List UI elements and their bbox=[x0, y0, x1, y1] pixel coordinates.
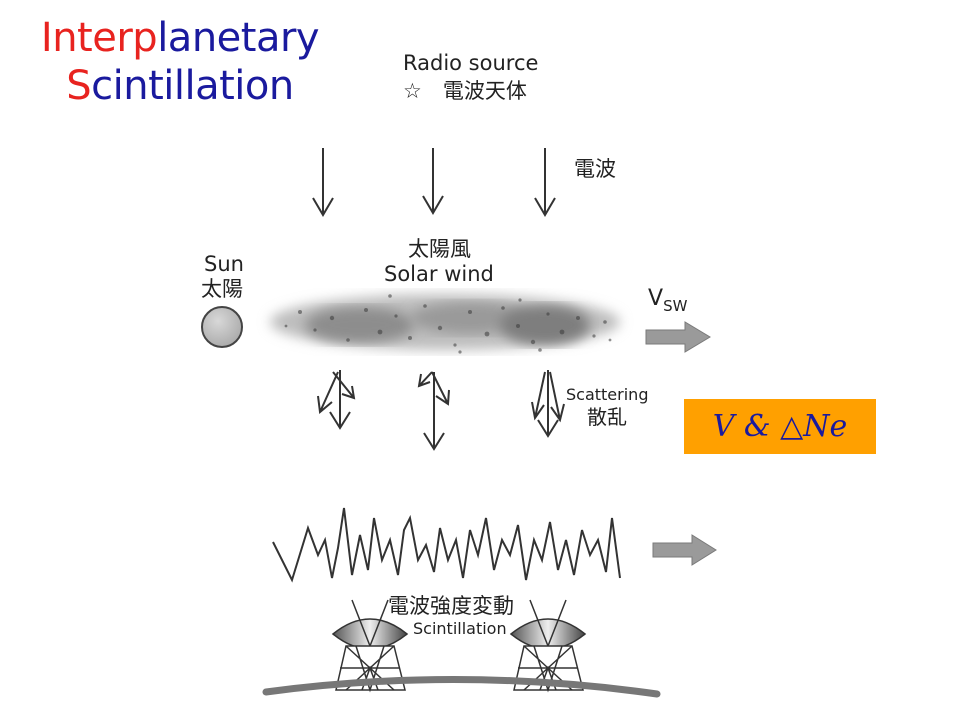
radio-source-jp-label: ☆ 電波天体 bbox=[403, 79, 527, 103]
scintillation-waveform bbox=[272, 507, 621, 583]
vsw-label: VSW bbox=[648, 286, 688, 315]
sun-jp-label: 太陽 bbox=[201, 277, 243, 301]
radio-source-label: Radio source bbox=[403, 51, 538, 75]
radio-wave-label: 電波 bbox=[574, 157, 616, 181]
scintillation-label: Scintillation bbox=[413, 619, 507, 638]
solar-wind-label: Solar wind bbox=[384, 262, 494, 286]
scatter-arrow-1c bbox=[332, 371, 356, 400]
scintillation-arrow-icon bbox=[652, 534, 717, 566]
solar-wind-cloud bbox=[270, 294, 620, 354]
scatter-arrow-2c bbox=[431, 371, 450, 406]
ground-arc bbox=[262, 676, 661, 698]
sun-label: Sun bbox=[204, 252, 244, 276]
scattering-label: Scattering bbox=[566, 385, 648, 404]
radio-wave-arrows bbox=[312, 148, 556, 217]
scattering-jp-label: 散乱 bbox=[587, 405, 627, 429]
radio-wave-arrow-1 bbox=[312, 148, 334, 217]
solar-wind-jp-label: 太陽風 bbox=[408, 237, 471, 261]
scatter-arrow-1a bbox=[329, 370, 351, 430]
scatter-arrow-3c bbox=[549, 371, 565, 423]
scintillation-jp-label: 電波強度変動 bbox=[388, 594, 514, 618]
scattered-wave-arrows bbox=[317, 370, 565, 451]
scatter-arrow-1b bbox=[317, 371, 339, 414]
v-delta-ne-badge: V & △Ne bbox=[684, 399, 876, 454]
vsw-arrow-icon bbox=[645, 321, 711, 353]
title-line-2: Scintillation bbox=[66, 63, 294, 109]
radio-wave-arrow-2 bbox=[422, 148, 444, 215]
sun-icon bbox=[201, 306, 243, 348]
scatter-arrow-2a bbox=[423, 372, 445, 451]
scatter-arrow-2b bbox=[417, 371, 433, 388]
radio-telescope-right-icon bbox=[509, 599, 587, 693]
radio-wave-arrow-3 bbox=[534, 148, 556, 217]
scatter-arrow-3b bbox=[531, 371, 546, 421]
slide-title: Interplanetary Scintillation bbox=[0, 14, 360, 110]
title-line-1: Interplanetary bbox=[40, 15, 320, 61]
scatter-arrow-3a bbox=[537, 370, 559, 438]
